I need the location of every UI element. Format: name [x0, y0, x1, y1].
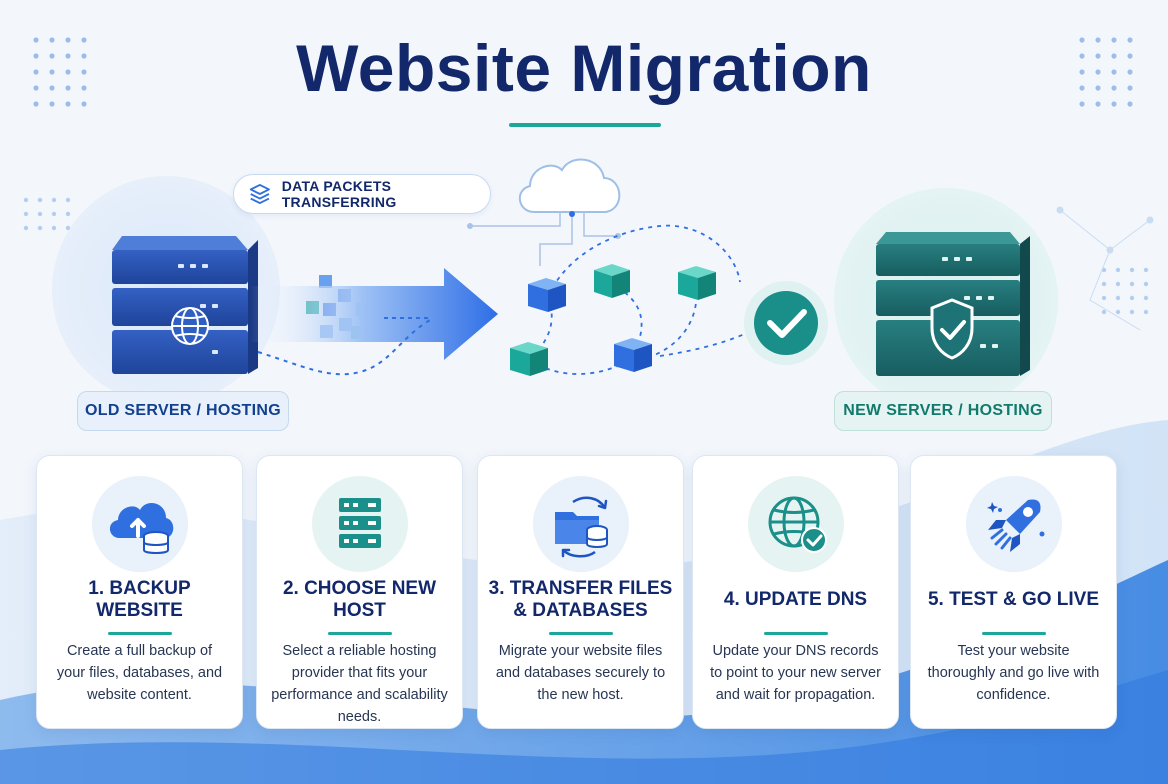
check-circle-icon — [744, 281, 828, 365]
globe-icon — [171, 307, 209, 345]
step-icon-circle — [747, 476, 844, 572]
step-icon-circle — [311, 476, 408, 572]
step-rule — [107, 632, 172, 635]
step-description: Test your website thoroughly and go live… — [927, 643, 1100, 703]
cube-icons — [510, 264, 716, 376]
step-card-transfer: 3. TRANSFER FILES & DATABASES Migrate yo… — [477, 455, 684, 729]
dot-grid-top-left — [33, 37, 87, 107]
transfer-arrow-icon — [250, 268, 498, 360]
step-rule — [548, 632, 613, 635]
step-card-choose-host: 2. CHOOSE NEW HOST Select a reliable hos… — [256, 455, 463, 729]
network-lines — [1056, 206, 1154, 331]
step-card-test-go-live: 5. TEST & GO LIVE Test your website thor… — [910, 455, 1117, 729]
shield-icon — [930, 298, 974, 360]
step-description: Select a reliable hosting provider that … — [271, 643, 448, 725]
step-icon-circle — [965, 476, 1062, 572]
old-server-label: OLD SERVER / HOSTING — [77, 391, 289, 431]
wave-deep — [0, 670, 1168, 784]
step-icon-circle — [91, 476, 188, 572]
step-icon-circle — [532, 476, 629, 572]
step-title: 5. TEST & GO LIVE — [927, 589, 1100, 610]
step-description: Update your DNS records to point to your… — [710, 643, 881, 703]
globe-check-icon — [768, 496, 827, 553]
dot-grid-left — [23, 197, 71, 231]
data-packets-label: DATA PACKETS TRANSFERRING — [281, 178, 397, 210]
old-server-icon — [112, 236, 258, 374]
dot-grid-top-right — [1079, 37, 1133, 107]
cloud-upload-database-icon — [109, 503, 173, 554]
new-server-label: NEW SERVER / HOSTING — [834, 391, 1052, 431]
step-card-update-dns: 4. UPDATE DNS Update your DNS records to… — [692, 455, 899, 729]
title-underline — [509, 123, 661, 127]
step-rule — [763, 632, 828, 635]
new-server-icon — [876, 232, 1030, 376]
page-title: Website Migration — [296, 31, 872, 105]
step-title: 1. BACKUP WEBSITE — [88, 578, 191, 621]
step-title: 2. CHOOSE NEW HOST — [282, 578, 437, 621]
dashed-connector — [257, 319, 431, 376]
rocket-icon — [986, 499, 1044, 552]
step-card-backup: 1. BACKUP WEBSITE Create a full backup o… — [36, 455, 243, 729]
step-rule — [981, 632, 1046, 635]
step-description: Migrate your website files and databases… — [495, 643, 666, 703]
dot-grid-right — [1101, 267, 1149, 315]
step-description: Create a full backup of your files, data… — [56, 643, 223, 703]
step-rule — [327, 632, 392, 635]
step-title: 4. UPDATE DNS — [723, 589, 868, 610]
data-packets-badge: DATA PACKETS TRANSFERRING — [233, 174, 491, 214]
cloud-icon — [467, 158, 621, 266]
stack-layers-icon — [249, 183, 270, 205]
server-stack-icon — [338, 498, 381, 548]
folder-sync-database-icon — [554, 496, 608, 558]
step-title: 3. TRANSFER FILES & DATABASES — [488, 578, 673, 621]
